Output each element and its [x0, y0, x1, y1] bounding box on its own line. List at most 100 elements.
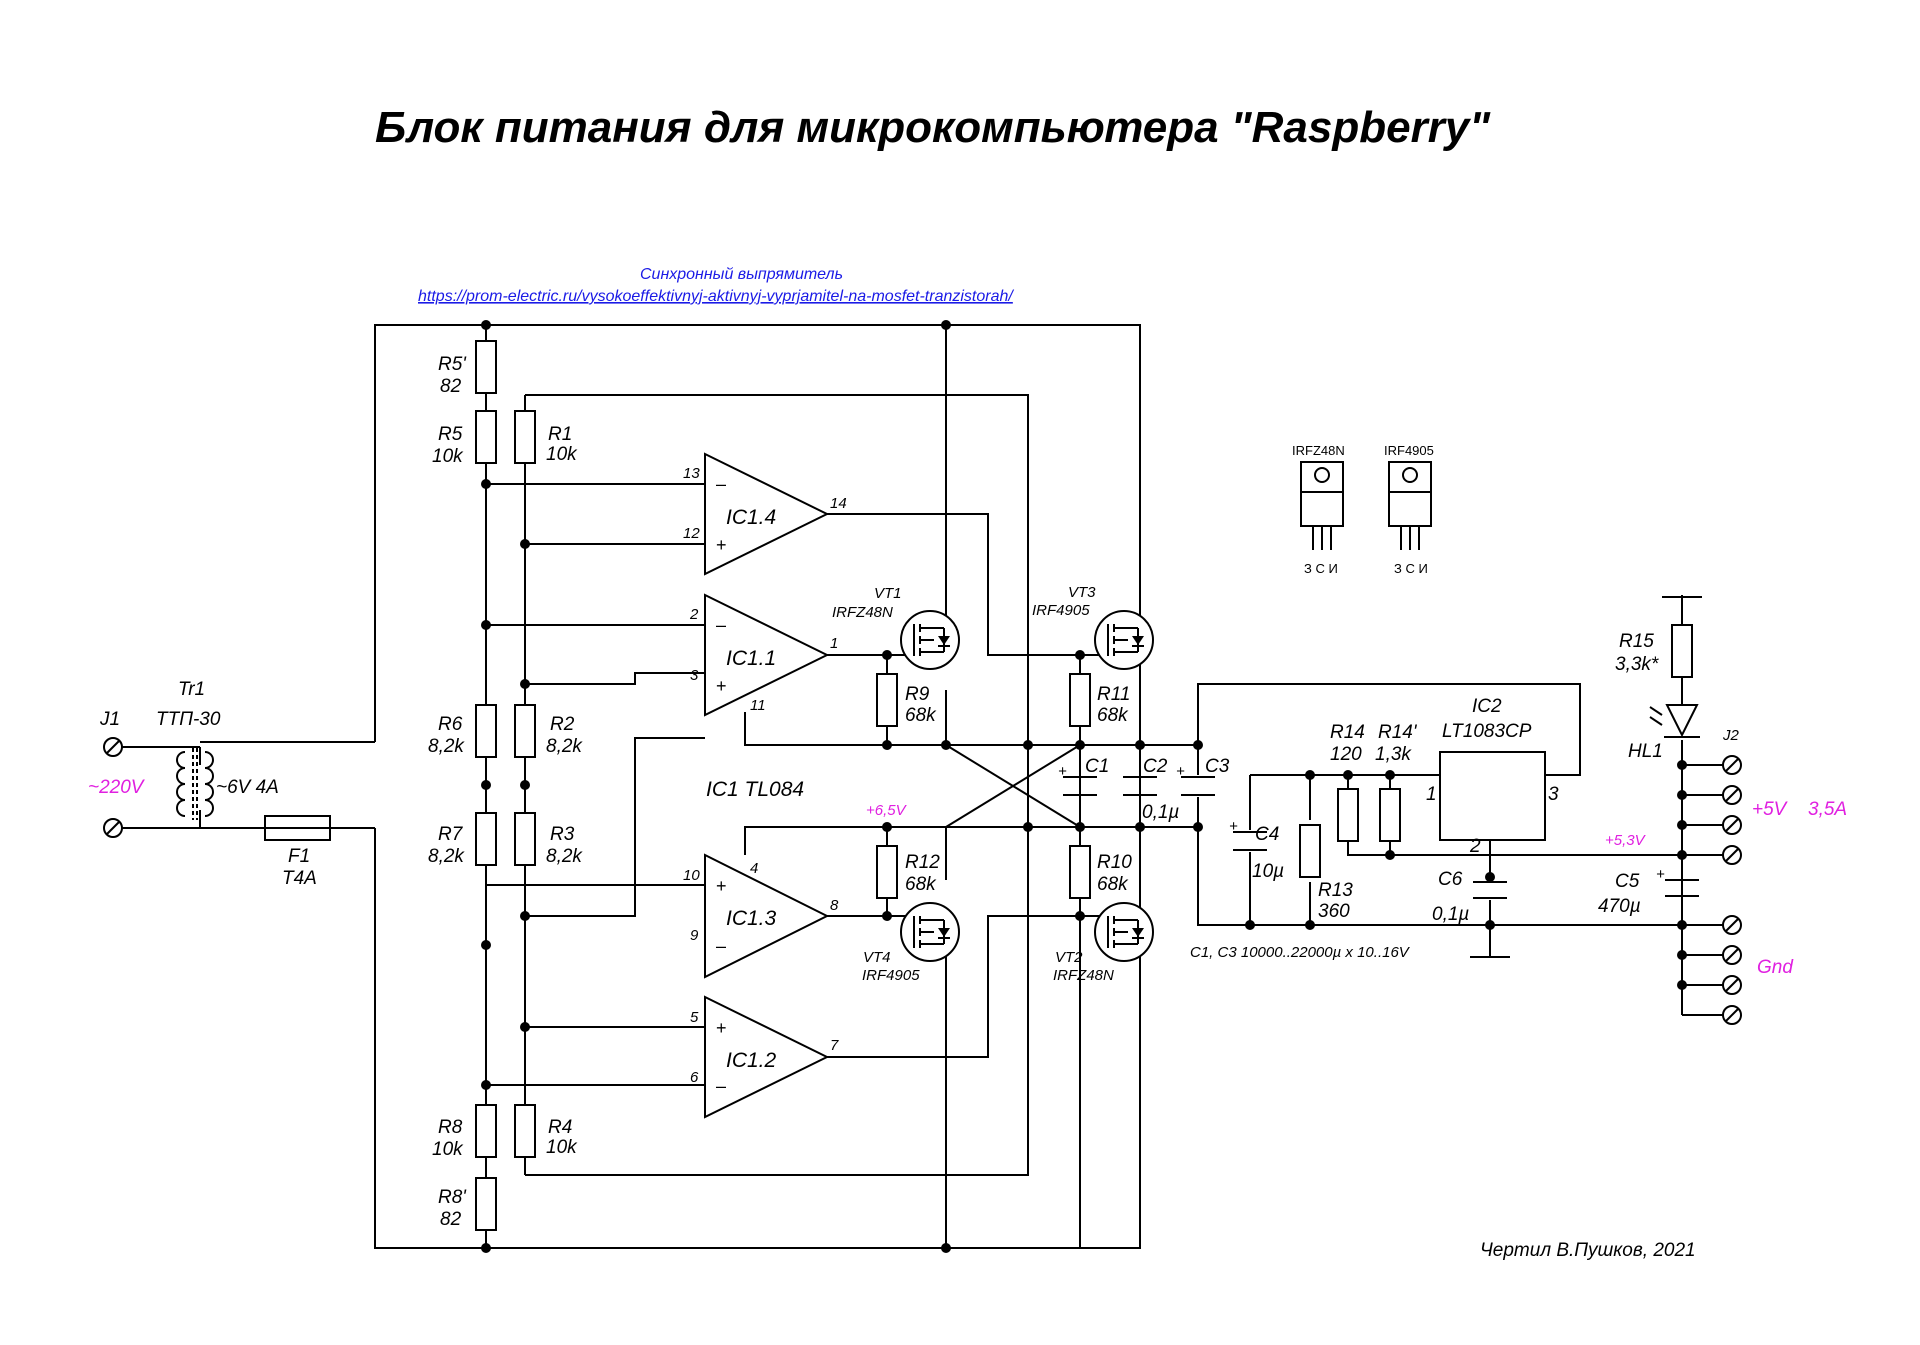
r12-name: R12: [905, 852, 940, 873]
resistor-r6: [475, 704, 497, 758]
svg-text:+: +: [1058, 763, 1067, 780]
resistor-r14prime: [1379, 788, 1401, 842]
r15-name: R15: [1619, 631, 1654, 652]
vt2-name: VT2: [1055, 949, 1083, 966]
pin-7: 7: [830, 1037, 839, 1054]
resistor-r8prime: [475, 1177, 497, 1231]
fuse-rating: T4A: [282, 868, 317, 889]
vt4-type: IRF4905: [862, 967, 920, 984]
resistor-r9: [876, 673, 898, 727]
c4-value: 10µ: [1252, 861, 1284, 882]
vt2-type: IRFZ48N: [1053, 967, 1114, 984]
transformer-name: Tr1: [178, 679, 205, 700]
r6-value: 8,2k: [428, 736, 465, 757]
wires: [113, 324, 1730, 1249]
cap-note: C1, C3 10000..22000µ x 10..16V: [1190, 944, 1411, 961]
r2-value: 8,2k: [546, 736, 583, 757]
r10-name: R10: [1097, 852, 1132, 873]
r5-value: 10k: [432, 446, 464, 467]
output-terminals: [1722, 755, 1742, 1025]
resistor-r5prime: [475, 340, 497, 394]
opamp-ic1-3: [704, 853, 830, 979]
r14-value: 120: [1330, 744, 1362, 765]
capacitor-c6: [1473, 881, 1507, 899]
svg-text:–: –: [716, 474, 726, 494]
pin-12: 12: [683, 525, 700, 542]
c3-name: C3: [1205, 756, 1230, 777]
ic1-part-label: IC1 TL084: [706, 778, 804, 801]
c1-name: C1: [1085, 756, 1109, 777]
svg-text:+: +: [716, 676, 727, 696]
svg-text:+: +: [1176, 763, 1185, 780]
ic1-1-name: IC1.1: [726, 647, 776, 670]
pin-10: 10: [683, 867, 700, 884]
regulator-ic2: [1439, 751, 1546, 841]
r13-name: R13: [1318, 880, 1353, 901]
r8-value: 10k: [432, 1139, 464, 1160]
r10-value: 68k: [1097, 874, 1129, 895]
j2-label: J2: [1722, 727, 1740, 744]
c5-value: 470µ: [1598, 896, 1641, 917]
c2-value: 0,1µ: [1142, 802, 1179, 823]
c6-value: 0,1µ: [1432, 904, 1469, 925]
pin-9: 9: [690, 927, 699, 944]
resistor-r2: [514, 704, 536, 758]
r9-value: 68k: [905, 705, 937, 726]
r4-name: R4: [548, 1117, 572, 1138]
led-name: HL1: [1628, 741, 1663, 762]
transformer-symbol: [176, 748, 214, 820]
pin-13: 13: [683, 465, 700, 482]
mosfet-vt4: [900, 902, 960, 962]
r15-value: 3,3k*: [1615, 654, 1659, 675]
r14-name: R14: [1330, 722, 1365, 743]
resistor-r8: [475, 1104, 497, 1158]
opamp-ic1-1: [704, 593, 830, 717]
vt1-name: VT1: [874, 585, 902, 602]
input-terminal-top: [103, 737, 123, 757]
ic1-3-name: IC1.3: [726, 907, 777, 930]
vt3-name: VT3: [1068, 584, 1096, 601]
mosfet-vt2: [1094, 902, 1154, 962]
transformer-secondary: ~6V 4A: [216, 777, 279, 798]
ic2-pin3: 3: [1548, 784, 1559, 805]
r11-value: 68k: [1097, 705, 1129, 726]
package-irf4905: [1388, 461, 1432, 550]
r1-name: R1: [548, 424, 572, 445]
r7-name: R7: [438, 824, 464, 845]
source-link[interactable]: https://prom-electric.ru/vysokoeffektivn…: [418, 288, 1014, 305]
capacitor-c4: +: [1229, 818, 1267, 851]
resistor-r4: [514, 1104, 536, 1158]
r7-value: 8,2k: [428, 846, 465, 867]
r8-name: R8: [438, 1117, 463, 1138]
resistor-r12: [876, 845, 898, 899]
svg-text:+: +: [716, 876, 727, 896]
r12-value: 68k: [905, 874, 937, 895]
capacitor-c1: +: [1058, 763, 1097, 796]
c5-name: C5: [1615, 871, 1640, 892]
resistor-r15: [1671, 624, 1693, 678]
r11-name: R11: [1097, 684, 1130, 705]
r2-name: R2: [550, 714, 575, 735]
pin-11: 11: [750, 697, 766, 714]
svg-text:–: –: [716, 615, 726, 635]
svg-text:+: +: [716, 1018, 727, 1038]
j1-label: J1: [99, 709, 120, 730]
resistor-r5: [475, 410, 497, 464]
ic2-pin2: 2: [1469, 836, 1481, 857]
pin-5: 5: [690, 1009, 699, 1026]
package-irf4905-name: IRF4905: [1384, 443, 1434, 458]
ic1-4-name: IC1.4: [726, 506, 776, 529]
vt1-type: IRFZ48N: [832, 604, 893, 621]
vt4-name: VT4: [863, 949, 891, 966]
r14prime-name: R14': [1378, 722, 1418, 743]
r5prime-name: R5': [438, 354, 467, 375]
resistor-r10: [1069, 845, 1091, 899]
resistor-r3: [514, 812, 536, 866]
opamp-pin-signs: –+ –+ +– +–: [716, 474, 727, 1096]
rail-6v5-label: +6,5V: [866, 802, 908, 819]
ic2-part: LT1083CP: [1442, 721, 1532, 742]
svg-text:–: –: [716, 1076, 726, 1096]
r8prime-name: R8': [438, 1187, 467, 1208]
r14prime-value: 1,3k: [1375, 744, 1412, 765]
